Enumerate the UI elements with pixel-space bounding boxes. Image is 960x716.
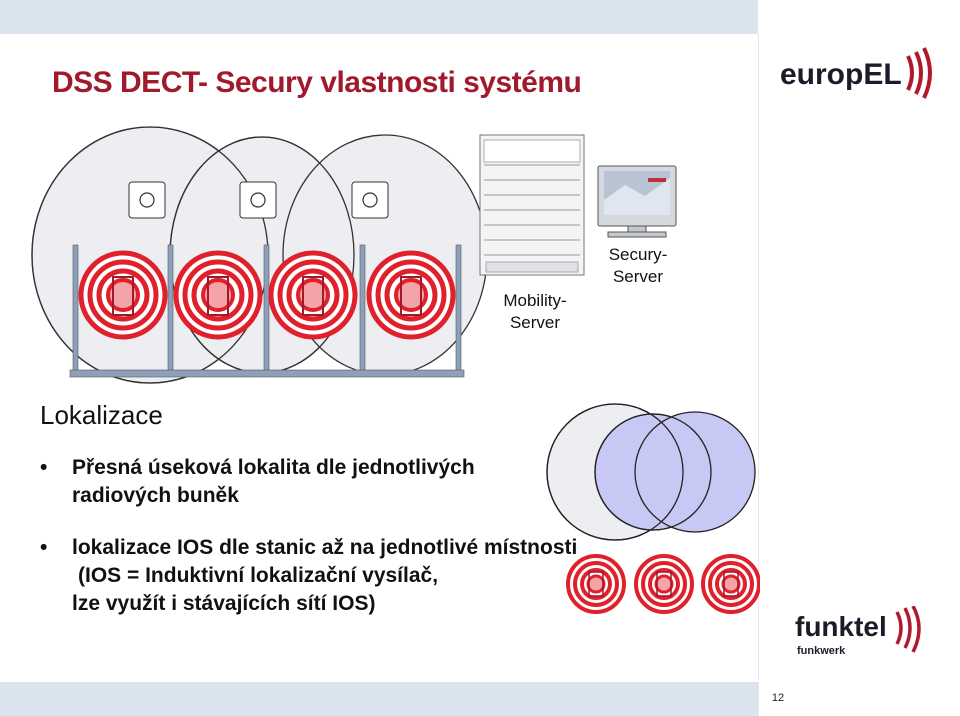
slide-title: DSS DECT- Secury vlastnosti systému bbox=[52, 66, 582, 99]
section-heading: Lokalizace bbox=[40, 400, 163, 430]
bullet-item: • Přesná úseková lokalita dle jednotlivý… bbox=[40, 454, 475, 510]
right-logo-strip bbox=[758, 0, 960, 680]
ios-transmitter-small-icon bbox=[634, 554, 694, 614]
top-band-right bbox=[758, 0, 960, 34]
mobility-server-label-line2: Server bbox=[509, 313, 561, 332]
bottom-band-right bbox=[758, 682, 960, 716]
bullet-line: lokalizace IOS dle stanic až na jednotli… bbox=[72, 536, 578, 559]
bullet-line: Přesná úseková lokalita dle jednotlivých bbox=[72, 456, 475, 479]
ios-transmitter-icon bbox=[369, 253, 453, 337]
mobility-server-icon bbox=[479, 134, 585, 276]
base-station-icon bbox=[128, 181, 166, 219]
mobility-server-label: Mobility- Server bbox=[490, 290, 580, 334]
bullet-dot-icon: • bbox=[40, 456, 48, 479]
ios-transmitter-small-icon bbox=[701, 554, 760, 614]
secury-server-label: Secury- Server bbox=[598, 244, 678, 288]
secury-server-icon bbox=[597, 165, 677, 238]
europel-logo-text: europEL bbox=[780, 58, 902, 91]
secury-server-label-line2: Server bbox=[612, 267, 664, 286]
bullet-line: (IOS = Induktivní lokalizační vysílač, bbox=[78, 564, 439, 587]
ios-transmitter-small-icon bbox=[566, 554, 626, 614]
base-station-icon bbox=[239, 181, 277, 219]
room-frame bbox=[69, 244, 465, 378]
overlapping-cells-icon bbox=[546, 403, 756, 541]
ios-transmitter-icon bbox=[81, 253, 165, 337]
base-station-icon bbox=[351, 181, 389, 219]
ios-transmitter-icon bbox=[271, 253, 355, 337]
funktel-logo: funktel funkwerk bbox=[795, 606, 921, 657]
europel-logo: europEL bbox=[780, 47, 932, 99]
bullet-item: • lokalizace IOS dle stanic až na jednot… bbox=[40, 534, 578, 618]
dect-system-diagram bbox=[31, 126, 760, 614]
bullet-line: radiových buněk bbox=[72, 484, 239, 507]
page-number: 12 bbox=[771, 692, 785, 704]
mobility-server-label-line1: Mobility- bbox=[503, 291, 567, 310]
bullet-dot-icon: • bbox=[40, 536, 48, 559]
ios-transmitter-icon bbox=[176, 253, 260, 337]
funktel-logo-text: funktel bbox=[795, 611, 887, 642]
funktel-logo-subtext: funkwerk bbox=[797, 645, 846, 657]
bullet-line: lze využít i stávajících sítí IOS) bbox=[72, 592, 376, 615]
secury-server-label-line1: Secury- bbox=[608, 245, 668, 264]
